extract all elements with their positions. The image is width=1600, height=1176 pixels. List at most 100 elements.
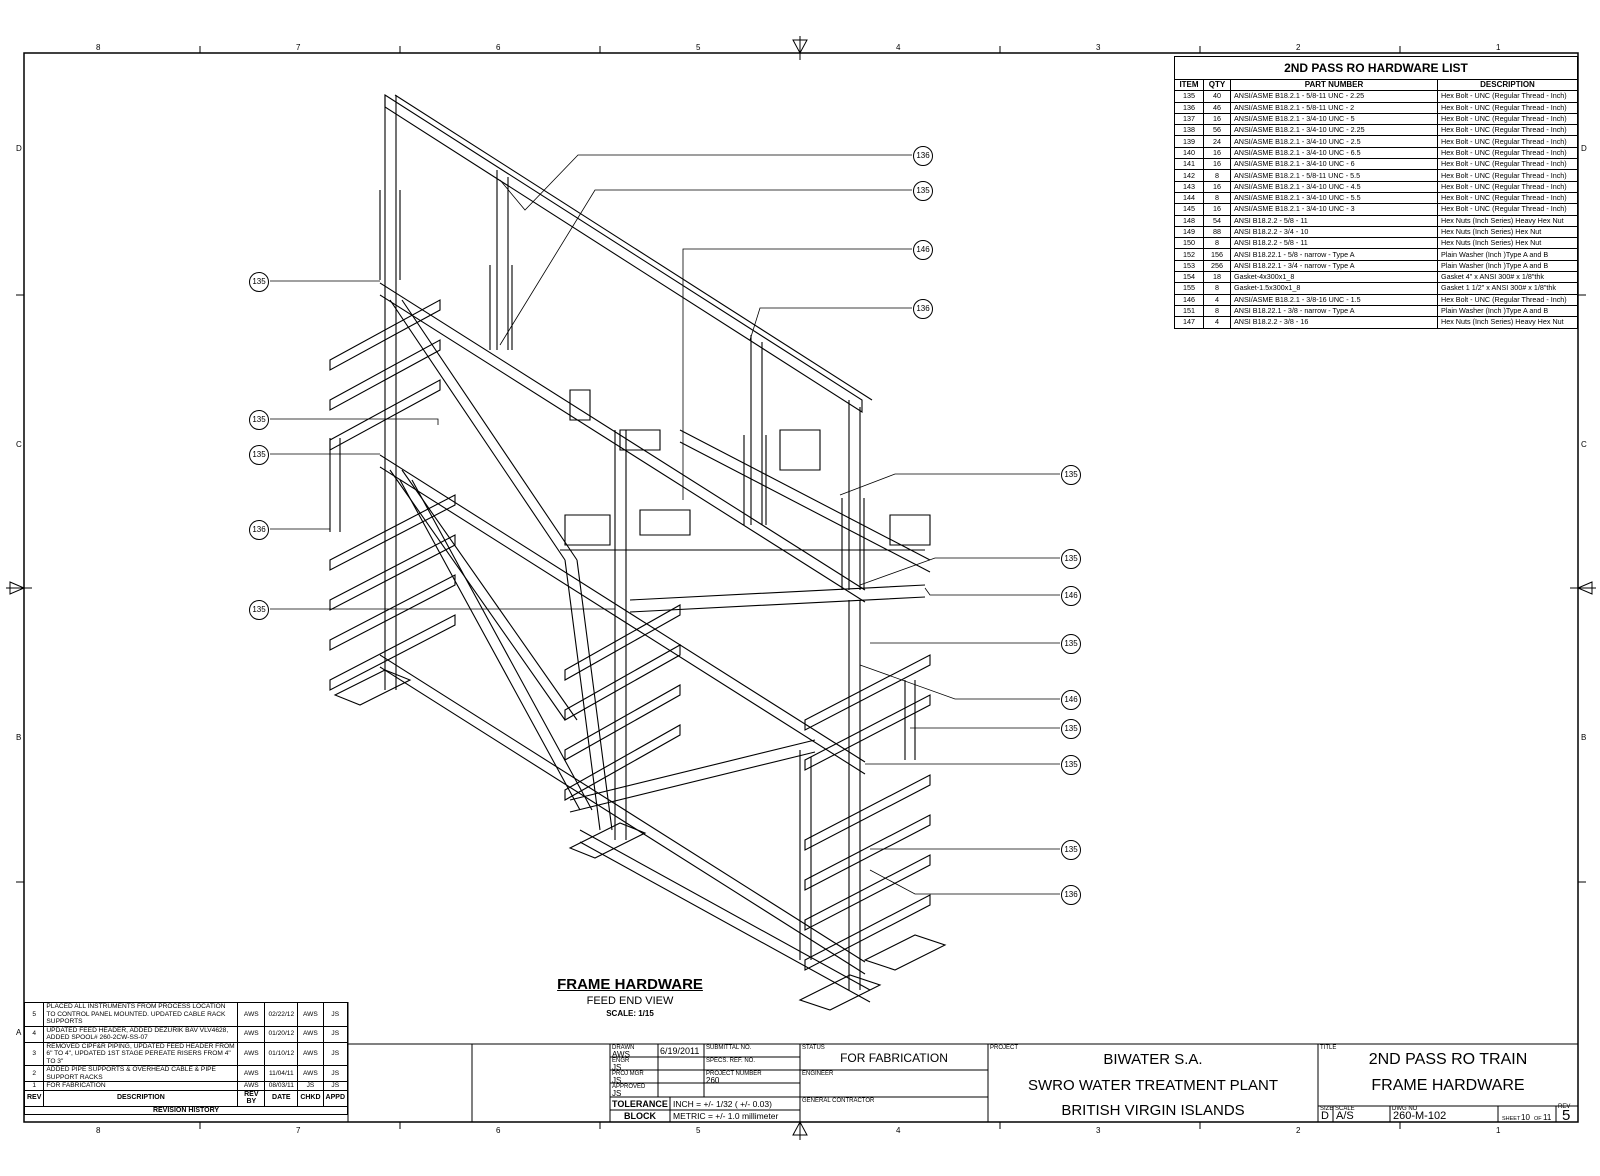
tb-engr-label: ENGR (612, 1058, 630, 1064)
tb-approved: JS (612, 1089, 622, 1098)
hardware-part-number: ANSI B18.2.2 - 5/8 - 11 (1230, 214, 1438, 227)
hardware-description: Plain Washer (Inch )Type A and B (1437, 304, 1578, 318)
callout-left-2: 135 (249, 410, 269, 430)
hardware-description: Hex Bolt - UNC (Regular Thread - Inch) (1437, 112, 1578, 126)
hardware-item: 148 (1174, 214, 1204, 227)
rev-col-description: DESCRIPTION (43, 1089, 239, 1107)
zone-bottom-5: 5 (696, 1126, 701, 1135)
hardware-item: 135 (1174, 90, 1204, 103)
hardware-item: 147 (1174, 316, 1204, 329)
hardware-qty: 156 (1203, 248, 1231, 261)
hardware-part-number: ANSI/ASME B18.2.1 - 3/4-10 UNC - 6 (1230, 158, 1438, 171)
tb-sheet-label: SHEET (1502, 1116, 1521, 1122)
zone-bottom-7: 7 (296, 1126, 301, 1135)
tb-project-line3: BRITISH VIRGIN ISLANDS (1061, 1102, 1245, 1119)
hardware-qty: 16 (1203, 112, 1231, 126)
rev-number: 4 (23, 1025, 45, 1043)
hardware-description: Hex Bolt - UNC (Regular Thread - Inch) (1437, 124, 1578, 137)
callout-right-10: 135 (1061, 719, 1081, 739)
tb-rev-label: REV (1558, 1104, 1571, 1110)
tb-project-line1: BIWATER S.A. (1103, 1051, 1203, 1068)
hardware-item: 150 (1174, 237, 1204, 250)
hardware-description: Hex Bolt - UNC (Regular Thread - Inch) (1437, 146, 1578, 160)
rev-by: AWS (237, 1025, 266, 1043)
hardware-qty: 8 (1203, 304, 1231, 318)
tb-project-number-label: PROJECT NUMBER (706, 1071, 762, 1077)
hardware-item: 152 (1174, 248, 1204, 261)
hardware-qty: 256 (1203, 259, 1231, 273)
callout-right-13: 136 (1061, 885, 1081, 905)
callout-right-1: 136 (913, 146, 933, 166)
tb-project-number: 260 (706, 1076, 720, 1085)
zone-top-1: 1 (1496, 43, 1501, 52)
hardware-part-number: Gasket-4x300x1_8 (1230, 271, 1438, 284)
rev-by: AWS (237, 1041, 266, 1066)
view-scale: SCALE: 1/15 (606, 1009, 654, 1018)
view-subtitle: FEED END VIEW (586, 995, 674, 1007)
rev-chkd: JS (297, 1081, 324, 1091)
zone-left-d: D (16, 144, 22, 153)
zone-top-8: 8 (96, 43, 101, 52)
hardware-qty: 24 (1203, 135, 1231, 148)
hardware-part-number: ANSI B18.2.2 - 3/8 - 16 (1230, 316, 1438, 329)
hardware-description: Hex Bolt - UNC (Regular Thread - Inch) (1437, 203, 1578, 216)
tb-status: FOR FABRICATION (840, 1051, 948, 1065)
hardware-item: 143 (1174, 180, 1204, 193)
hardware-part-number: ANSI B18.22.1 - 3/8 - narrow - Type A (1230, 304, 1438, 318)
hardware-description: Plain Washer (Inch )Type A and B (1437, 259, 1578, 273)
hardware-list-header: ITEM QTY PART NUMBER DESCRIPTION (1174, 78, 1578, 92)
tb-scale: A/S (1336, 1110, 1354, 1122)
zone-top-5: 5 (696, 43, 701, 52)
tb-title-label: TITLE (1320, 1045, 1337, 1051)
tb-block-label: BLOCK (624, 1111, 656, 1121)
rev-chkd: AWS (297, 1041, 324, 1066)
tb-status-label: STATUS (802, 1045, 825, 1051)
hardware-description: Gasket 4" x ANSI 300# x 1/8"thk (1437, 271, 1578, 284)
tb-date: 6/19/2011 (660, 1046, 700, 1056)
hardware-part-number: ANSI/ASME B18.2.1 - 5/8-11 UNC - 2.25 (1230, 90, 1438, 103)
hardware-item: 141 (1174, 158, 1204, 171)
revision-history-title: REVISION HISTORY (24, 1105, 348, 1115)
hardware-item: 140 (1174, 146, 1204, 160)
hardware-description: Hex Nuts (Inch Series) Heavy Hex Nut (1437, 214, 1578, 227)
zone-left-a: A (16, 1028, 22, 1037)
tb-dwg-no: 260-M-102 (1393, 1110, 1447, 1122)
hardware-qty: 54 (1203, 214, 1231, 227)
rev-appd: JS (322, 1002, 349, 1027)
frame-structure-drawing (329, 93, 947, 1011)
hardware-description: Hex Nuts (Inch Series) Heavy Hex Nut (1437, 316, 1578, 329)
rev-description: PLACED ALL INSTRUMENTS FROM PROCESS LOCA… (43, 1002, 239, 1027)
hardware-item: 154 (1174, 271, 1204, 284)
rev-chkd: AWS (297, 1065, 324, 1082)
tb-tol-metric: METRIC = +/- 1.0 millimeter (673, 1111, 779, 1121)
rev-col-rev-by: REV BY (237, 1089, 266, 1107)
rev-col-appd: APPD (322, 1089, 349, 1107)
hardware-qty: 4 (1203, 316, 1231, 329)
hardware-qty: 8 (1203, 169, 1231, 182)
rev-date: 11/04/11 (264, 1065, 299, 1082)
hardware-description: Hex Bolt - UNC (Regular Thread - Inch) (1437, 293, 1578, 306)
hardware-qty: 16 (1203, 203, 1231, 216)
hardware-item: 155 (1174, 282, 1204, 295)
zone-bottom-1: 1 (1496, 1126, 1501, 1135)
hardware-item: 137 (1174, 112, 1204, 126)
hardware-item: 139 (1174, 135, 1204, 148)
hardware-part-number: ANSI/ASME B18.2.1 - 3/8-16 UNC - 1.5 (1230, 293, 1438, 306)
hardware-qty: 18 (1203, 271, 1231, 284)
hardware-part-number: Gasket-1.5x300x1_8 (1230, 282, 1438, 295)
rev-number: 1 (23, 1081, 45, 1091)
tb-tolerance-label: TOLERANCE (612, 1099, 668, 1109)
hardware-description: Plain Washer (Inch )Type A and B (1437, 248, 1578, 261)
rev-chkd: AWS (297, 1025, 324, 1043)
